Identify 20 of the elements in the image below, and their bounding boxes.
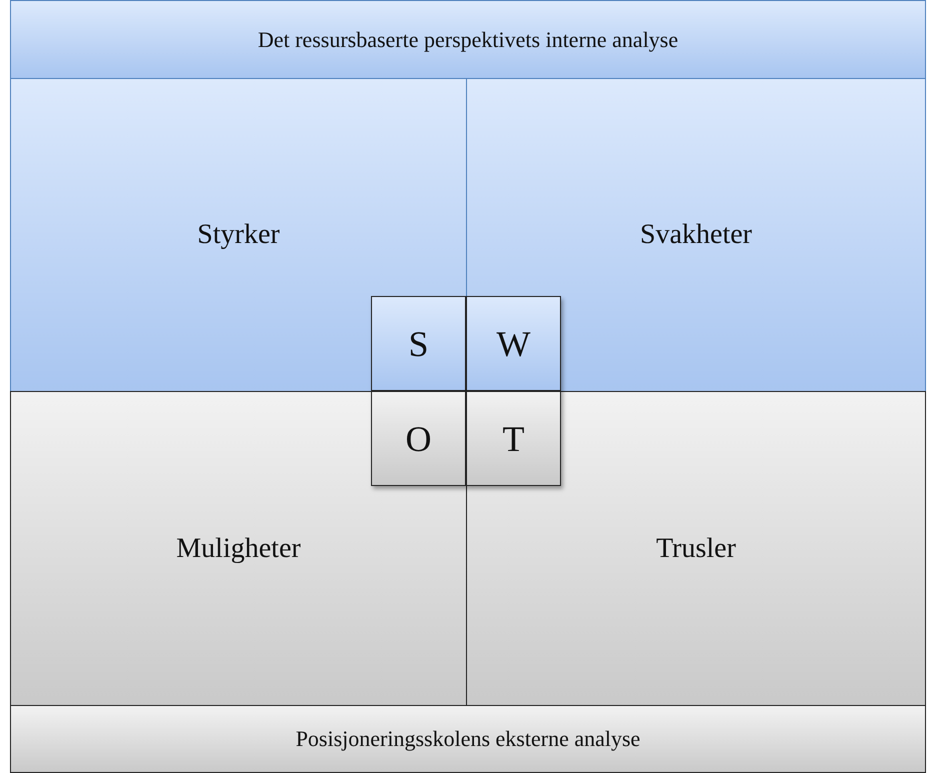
letter: O — [406, 418, 432, 460]
quadrant-panel — [466, 391, 926, 706]
letter: T — [502, 418, 524, 460]
letter-cell — [466, 296, 561, 391]
letter: W — [496, 322, 530, 364]
quadrant-label: Muligheter — [176, 532, 301, 564]
quadrant-panel — [10, 391, 467, 706]
header-band — [10, 0, 926, 79]
band-title: Posisjoneringsskolens eksterne analyse — [296, 726, 640, 752]
band-title: Det ressursbaserte perspektivets interne analyse — [258, 26, 678, 52]
letter: S — [408, 322, 429, 364]
footer-band — [10, 705, 926, 773]
letter-cell — [371, 296, 466, 391]
quadrant-panel — [466, 78, 926, 392]
letter-cell — [466, 391, 561, 486]
quadrant-label: Svakheter — [640, 219, 752, 251]
quadrant-label: Styrker — [197, 219, 280, 251]
quadrant-panel — [10, 78, 467, 392]
quadrant-label: Trusler — [656, 532, 736, 564]
letter-cell — [371, 391, 466, 486]
